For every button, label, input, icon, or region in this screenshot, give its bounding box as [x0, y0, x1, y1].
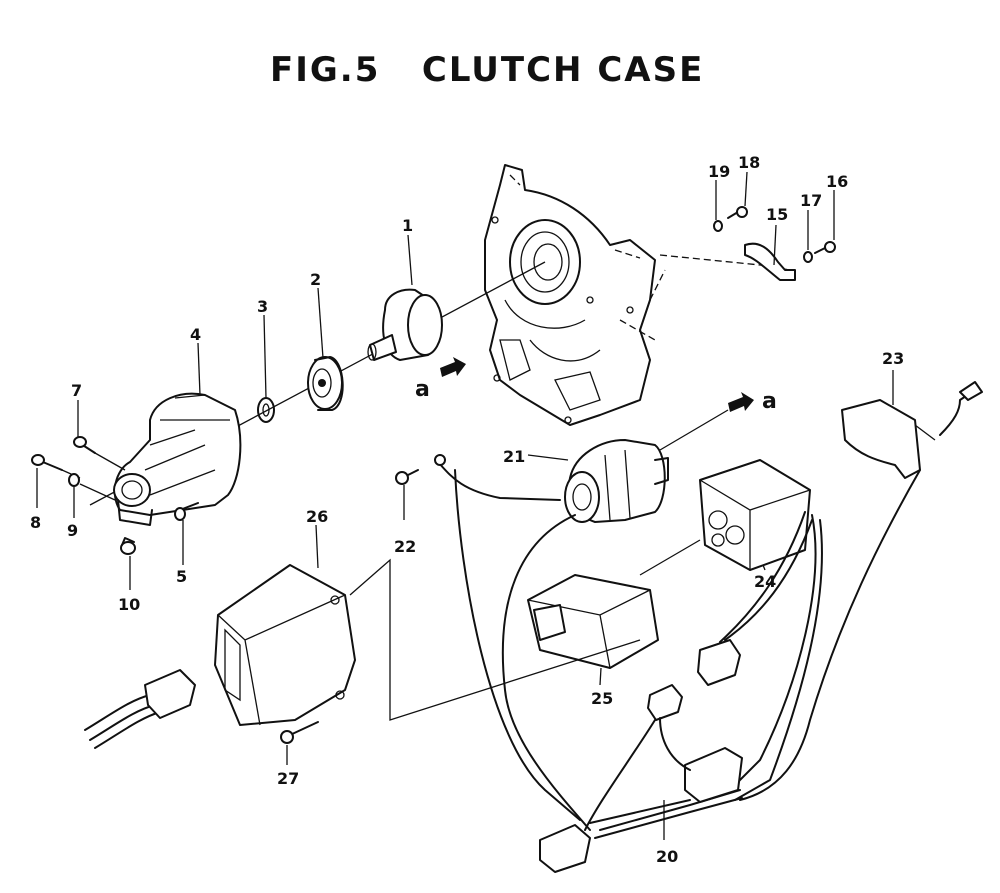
part-25-control-unit [527, 574, 659, 669]
callout-10: 10 [118, 595, 140, 614]
part-21-motor [564, 439, 669, 523]
part-2-bearing [307, 356, 344, 411]
part-3-snap-ring [257, 397, 275, 423]
callout-18: 18 [738, 153, 760, 172]
motor-axis-line [659, 409, 729, 451]
part-19-washer [713, 220, 723, 232]
part-23-cover-plate [841, 381, 983, 479]
part-26-cover [214, 564, 356, 726]
callout-17: 17 [800, 191, 822, 210]
callout-16: 16 [826, 172, 848, 191]
callout-22: 22 [394, 537, 416, 556]
part-1-clutch-drum [367, 288, 443, 361]
callout-27: 27 [277, 769, 299, 788]
callout-2: 2 [310, 270, 321, 289]
callout-19: 19 [708, 162, 730, 181]
figure-title: FIG.5 CLUTCH CASE [270, 50, 705, 90]
part-16-screw [814, 241, 836, 254]
callouts: 1 2 3 4 5 7 8 9 10 15 16 17 18 19 20 21 [30, 153, 904, 866]
callout-1: 1 [402, 216, 413, 235]
callout-24: 24 [754, 572, 776, 591]
reference-label-a-right: a [762, 389, 777, 414]
part-20-wire-harness [454, 469, 921, 873]
part-18-screw [727, 206, 748, 219]
part-7-bolt [73, 436, 126, 471]
motor-ground-wire [437, 461, 561, 501]
part-24-ignition-module [699, 459, 811, 571]
callout-7: 7 [71, 381, 82, 400]
callout-15: 15 [766, 205, 788, 224]
part-15-bracket [744, 242, 796, 281]
callout-4: 4 [190, 325, 201, 344]
part-5-screw [174, 502, 199, 521]
callout-20: 20 [656, 847, 678, 866]
callout-3: 3 [257, 297, 268, 316]
part-10-clamp [120, 537, 136, 555]
callout-26: 26 [306, 507, 328, 526]
callout-23: 23 [882, 349, 904, 368]
part-17-washer [803, 251, 813, 263]
left-harness-connector [84, 669, 196, 749]
callout-5: 5 [176, 567, 187, 586]
callout-25: 25 [591, 689, 613, 708]
callout-21: 21 [503, 447, 525, 466]
clutch-case-housing [484, 164, 666, 426]
part-9-washer [68, 473, 116, 501]
reference-arrow-a-left: a [415, 357, 466, 402]
callout-8: 8 [30, 513, 41, 532]
part-27-screw [280, 721, 319, 744]
reference-arrow-a-right: a [728, 389, 777, 414]
assembly-line-26 [349, 558, 641, 721]
part-4-flange-housing [113, 392, 242, 526]
assembly-line-24-25 [639, 539, 701, 576]
part-22-screw [395, 469, 419, 485]
callout-9: 9 [67, 521, 78, 540]
reference-label-a-left: a [415, 377, 430, 402]
